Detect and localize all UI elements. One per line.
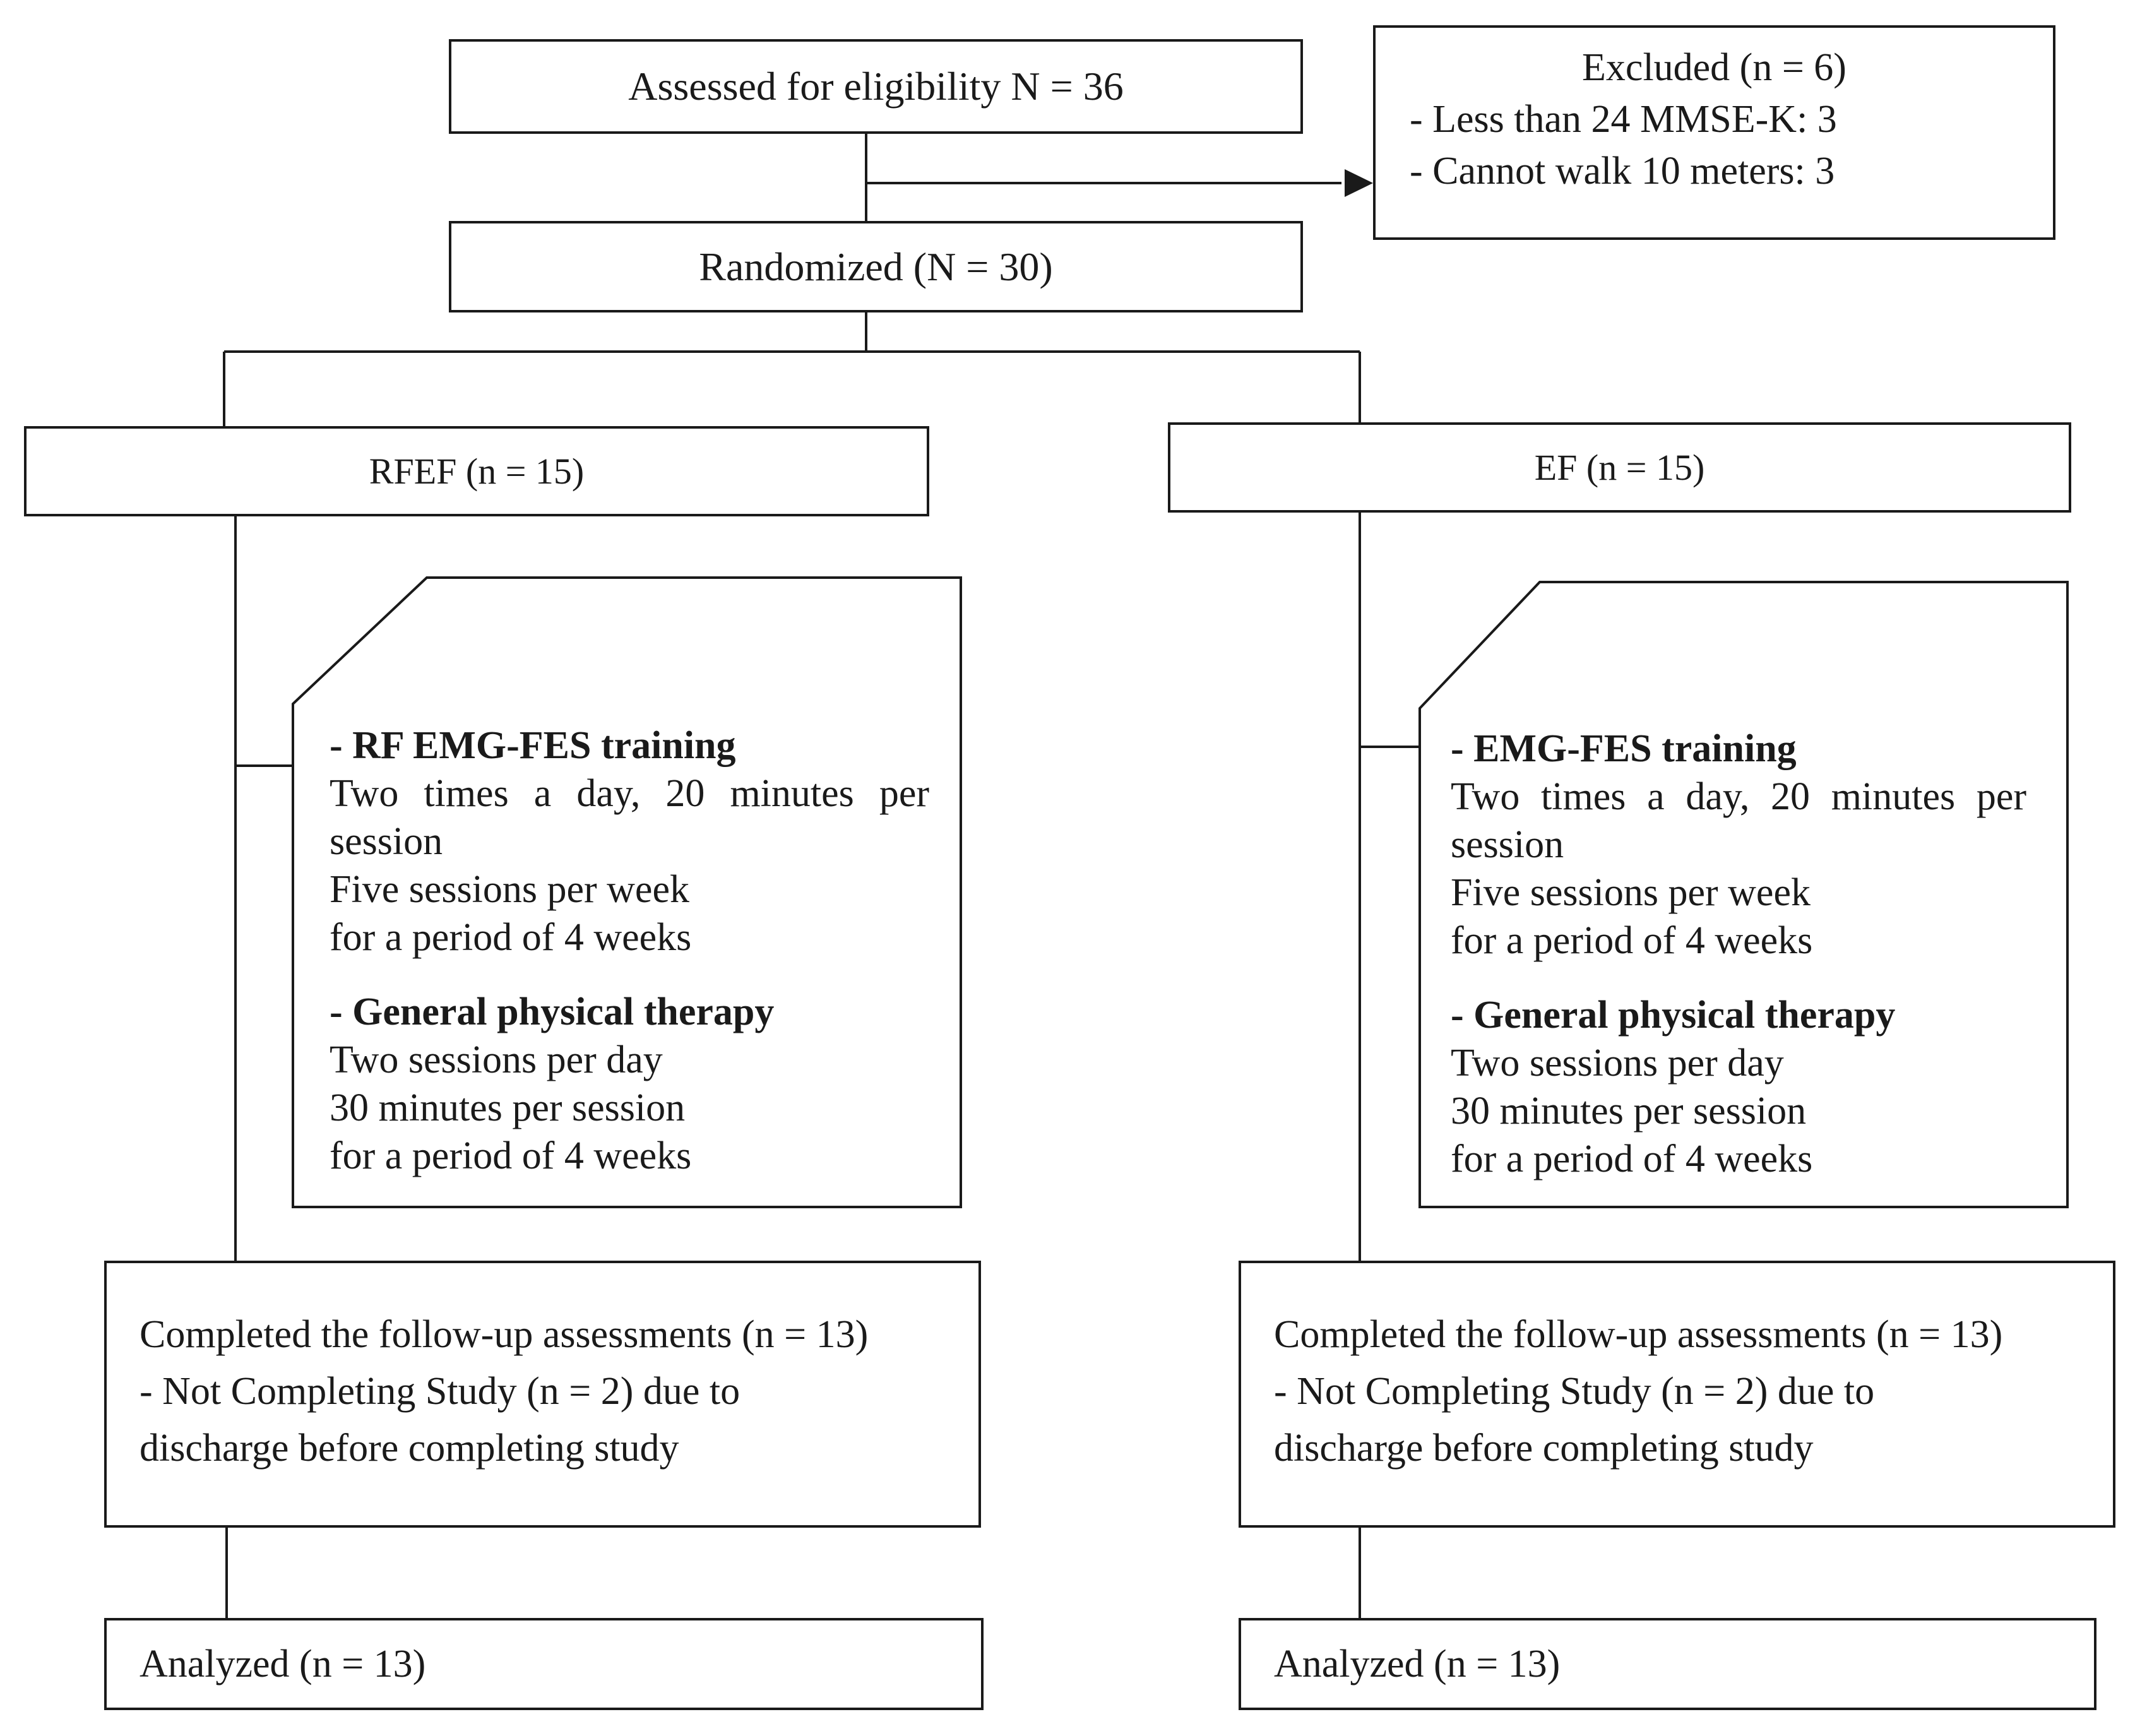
group-box-ef: EF (n = 15) bbox=[1168, 422, 2071, 513]
intervention-detail: session bbox=[1451, 823, 1564, 866]
analyzed-label: Analyzed (n = 13) bbox=[1274, 1642, 1561, 1685]
intervention-detail: for a period of 4 weeks bbox=[1451, 1138, 1813, 1180]
intervention-detail: Five sessions per week bbox=[330, 868, 689, 911]
group-label: RFEF (n = 15) bbox=[369, 451, 585, 492]
intervention-detail: session bbox=[330, 820, 443, 863]
intervention-detail: Two times a day, 20 minutes per bbox=[330, 772, 929, 815]
analyzed-box-rfef: Analyzed (n = 13) bbox=[104, 1618, 984, 1710]
right-intervention-box bbox=[1418, 581, 2069, 1208]
intervention-detail: for a period of 4 weeks bbox=[330, 916, 692, 959]
randomized-box: Randomized (N = 30) bbox=[449, 221, 1303, 312]
followup-line: discharge before completing study bbox=[140, 1427, 679, 1470]
followup-line: discharge before completing study bbox=[1274, 1427, 1814, 1470]
group-label: EF (n = 15) bbox=[1534, 447, 1705, 488]
intervention-detail: 30 minutes per session bbox=[330, 1086, 686, 1129]
assessed-box: Assessed for eligibility N = 36 bbox=[449, 39, 1303, 134]
randomized-label: Randomized (N = 30) bbox=[699, 244, 1053, 289]
followup-line: Completed the follow-up assessments (n =… bbox=[140, 1313, 869, 1356]
group-box-rfef: RFEF (n = 15) bbox=[24, 426, 929, 516]
excluded-reason: - Cannot walk 10 meters: 3 bbox=[1410, 150, 1835, 193]
analyzed-box-ef: Analyzed (n = 13) bbox=[1239, 1618, 2096, 1710]
followup-line: - Not Completing Study (n = 2) due to bbox=[140, 1370, 740, 1413]
intervention-heading: - EMG-FES training bbox=[1451, 727, 1797, 770]
intervention-heading: - General physical therapy bbox=[330, 990, 775, 1033]
left-intervention-box bbox=[292, 576, 962, 1208]
excluded-box: Excluded (n = 6) - Less than 24 MMSE-K: … bbox=[1373, 25, 2055, 240]
intervention-detail: for a period of 4 weeks bbox=[330, 1134, 692, 1177]
followup-line: Completed the follow-up assessments (n =… bbox=[1274, 1313, 2003, 1356]
followup-box-rfef: Completed the follow-up assessments (n =… bbox=[104, 1261, 981, 1528]
exclusion-arrowhead bbox=[1345, 169, 1373, 197]
intervention-detail: Two sessions per day bbox=[330, 1038, 663, 1081]
intervention-text-ef: - EMG-FES training Two times a day, 20 m… bbox=[1451, 725, 2026, 1183]
followup-line: - Not Completing Study (n = 2) due to bbox=[1274, 1370, 1875, 1413]
intervention-detail: Two times a day, 20 minutes per bbox=[1451, 775, 2026, 818]
intervention-text-rfef: - RF EMG-FES training Two times a day, 2… bbox=[330, 722, 929, 1180]
intervention-detail: 30 minutes per session bbox=[1451, 1090, 1807, 1133]
intervention-detail: Two sessions per day bbox=[1451, 1042, 1784, 1085]
intervention-detail: Five sessions per week bbox=[1451, 871, 1811, 914]
intervention-detail: for a period of 4 weeks bbox=[1451, 919, 1813, 962]
excluded-reason: - Less than 24 MMSE-K: 3 bbox=[1410, 98, 1837, 141]
followup-box-ef: Completed the follow-up assessments (n =… bbox=[1239, 1261, 2115, 1528]
intervention-heading: - General physical therapy bbox=[1451, 994, 1896, 1037]
intervention-heading: - RF EMG-FES training bbox=[330, 724, 736, 767]
analyzed-label: Analyzed (n = 13) bbox=[140, 1642, 426, 1685]
assessed-label: Assessed for eligibility N = 36 bbox=[628, 64, 1124, 109]
excluded-title: Excluded (n = 6) bbox=[1582, 46, 1847, 89]
